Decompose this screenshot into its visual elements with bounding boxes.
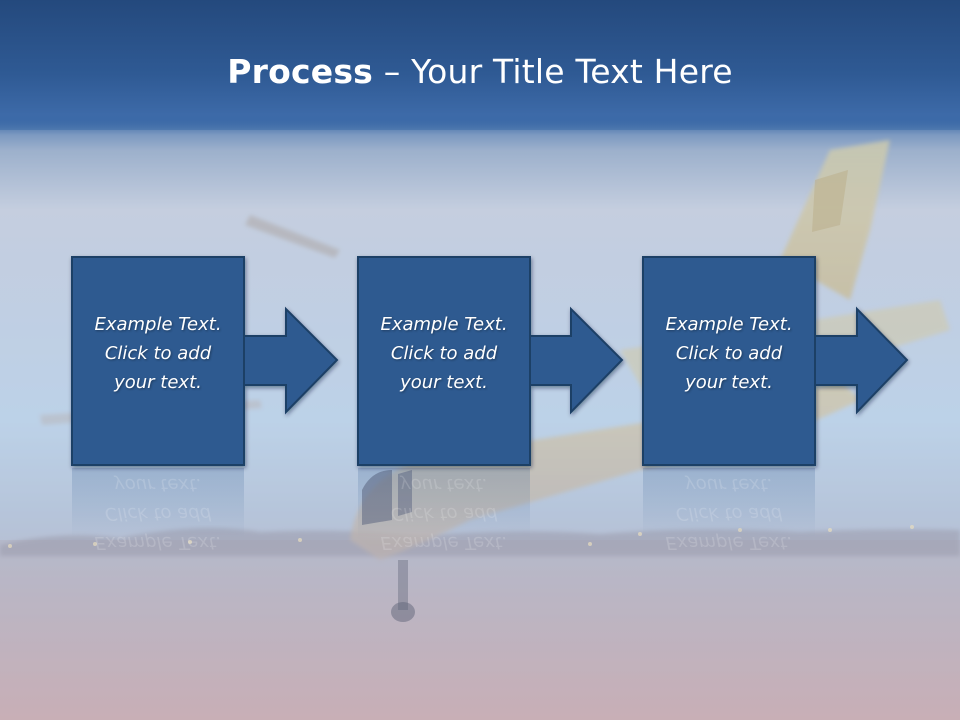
step-2-text-reflection: Example Text. Click to add your text.: [380, 474, 508, 553]
title-band: [0, 0, 960, 135]
step-2-arrow[interactable]: [529, 306, 624, 415]
process-step-2[interactable]: [357, 256, 624, 466]
step-1-text-reflection: Example Text. Click to add your text.: [94, 474, 222, 553]
slide-title[interactable]: Process – Your Title Text Here: [0, 52, 960, 91]
process-step-1[interactable]: [71, 256, 339, 466]
step-1-text[interactable]: Example Text. Click to add your text.: [94, 314, 222, 393]
step-2-box[interactable]: [357, 256, 531, 466]
step-reflections: [72, 468, 815, 538]
step-1-arrow[interactable]: [243, 306, 339, 415]
process-step-3[interactable]: [642, 256, 909, 466]
step-3-text-reflection: Example Text. Click to add your text.: [665, 474, 793, 553]
step-3-text[interactable]: Example Text. Click to add your text.: [665, 314, 793, 393]
title-rest: – Your Title Text Here: [373, 52, 733, 91]
step-3-arrow[interactable]: [814, 306, 909, 415]
step-3-box[interactable]: [642, 256, 816, 466]
step-2-text[interactable]: Example Text. Click to add your text.: [380, 314, 508, 393]
title-bold-word: Process: [227, 52, 374, 91]
